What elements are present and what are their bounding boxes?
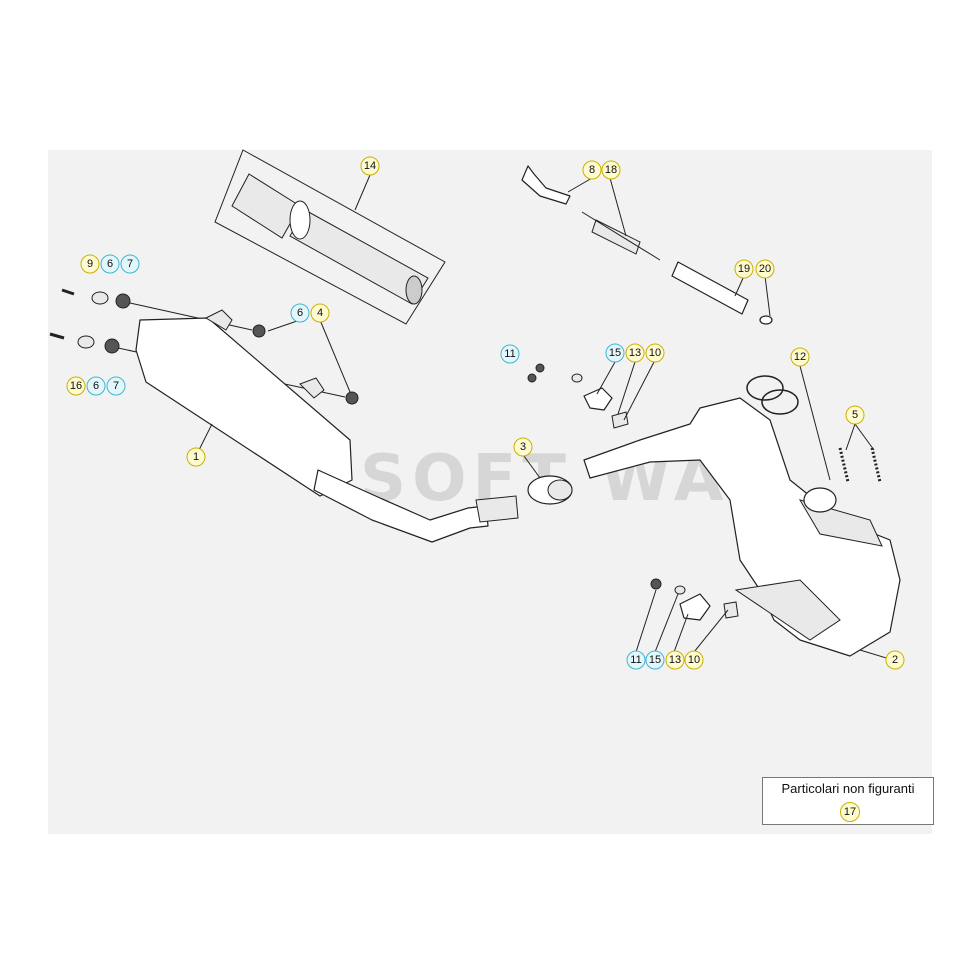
part-5-springs bbox=[838, 447, 882, 483]
svg-text:18: 18 bbox=[605, 164, 617, 176]
callout-5: 5 bbox=[845, 405, 865, 425]
callout-11-upper: 11 bbox=[500, 344, 520, 364]
svg-text:20: 20 bbox=[759, 263, 771, 275]
callout-8: 8 bbox=[582, 160, 602, 180]
callout-20: 20 bbox=[755, 259, 775, 279]
callout-1: 1 bbox=[186, 447, 206, 467]
svg-text:5: 5 bbox=[852, 409, 858, 421]
callout-15-lower: 15 bbox=[645, 650, 665, 670]
svg-text:15: 15 bbox=[649, 654, 661, 666]
svg-text:3: 3 bbox=[520, 441, 526, 453]
legend-title: Particolari non figuranti bbox=[781, 781, 915, 796]
callout-19: 19 bbox=[734, 259, 754, 279]
upper-left-hardware bbox=[49, 288, 359, 405]
callout-11-lower: 11 bbox=[626, 650, 646, 670]
callout-15-upper: 15 bbox=[605, 343, 625, 363]
mid-bracket-hardware bbox=[527, 363, 629, 429]
svg-text:6: 6 bbox=[93, 380, 99, 392]
callout-16: 16 bbox=[66, 376, 86, 396]
part-3-coupler bbox=[527, 475, 573, 505]
svg-text:6: 6 bbox=[107, 258, 113, 270]
part-12-rings bbox=[746, 375, 799, 415]
svg-text:6: 6 bbox=[297, 307, 303, 319]
svg-text:19: 19 bbox=[738, 263, 750, 275]
svg-text:12: 12 bbox=[794, 351, 806, 363]
callout-13-upper: 13 bbox=[625, 343, 645, 363]
part-19-tube bbox=[671, 261, 749, 315]
callout-14: 14 bbox=[360, 156, 380, 176]
callout-6-upper: 6 bbox=[100, 254, 120, 274]
callout-18: 18 bbox=[601, 160, 621, 180]
svg-text:14: 14 bbox=[364, 160, 376, 172]
legend-part-badge: 17 bbox=[840, 802, 860, 822]
callout-3: 3 bbox=[513, 437, 533, 457]
callout-6-lower: 6 bbox=[86, 376, 106, 396]
callout-10-upper: 10 bbox=[645, 343, 665, 363]
svg-text:13: 13 bbox=[629, 347, 641, 359]
callout-4: 4 bbox=[310, 303, 330, 323]
callout-10-lower: 10 bbox=[684, 650, 704, 670]
leader-lines bbox=[195, 174, 894, 661]
callout-7-upper: 7 bbox=[120, 254, 140, 274]
part-1-silencer bbox=[135, 309, 519, 543]
callout-12: 12 bbox=[790, 347, 810, 367]
legend-box: Particolari non figuranti 17 bbox=[762, 777, 934, 825]
svg-text:10: 10 bbox=[688, 654, 700, 666]
svg-text:11: 11 bbox=[504, 348, 515, 360]
svg-text:10: 10 bbox=[649, 347, 661, 359]
part-2-header-pipe bbox=[583, 397, 901, 657]
callout-6-mid: 6 bbox=[290, 303, 310, 323]
callout-7-lower: 7 bbox=[106, 376, 126, 396]
svg-text:7: 7 bbox=[113, 380, 119, 392]
svg-text:15: 15 bbox=[609, 347, 621, 359]
svg-text:7: 7 bbox=[127, 258, 133, 270]
svg-text:2: 2 bbox=[892, 654, 898, 666]
callout-2: 2 bbox=[885, 650, 905, 670]
part-14-packing bbox=[214, 149, 446, 325]
svg-text:8: 8 bbox=[589, 164, 595, 176]
svg-text:1: 1 bbox=[193, 451, 199, 463]
svg-text:11: 11 bbox=[630, 654, 641, 666]
callout-13-lower: 13 bbox=[665, 650, 685, 670]
part-20-clip bbox=[759, 315, 773, 325]
lower-bracket-hardware bbox=[650, 578, 739, 621]
callout-9: 9 bbox=[80, 254, 100, 274]
svg-text:4: 4 bbox=[317, 307, 323, 319]
svg-text:16: 16 bbox=[70, 380, 82, 392]
svg-text:13: 13 bbox=[669, 654, 681, 666]
svg-text:9: 9 bbox=[87, 258, 93, 270]
part-8-hose bbox=[521, 165, 571, 205]
